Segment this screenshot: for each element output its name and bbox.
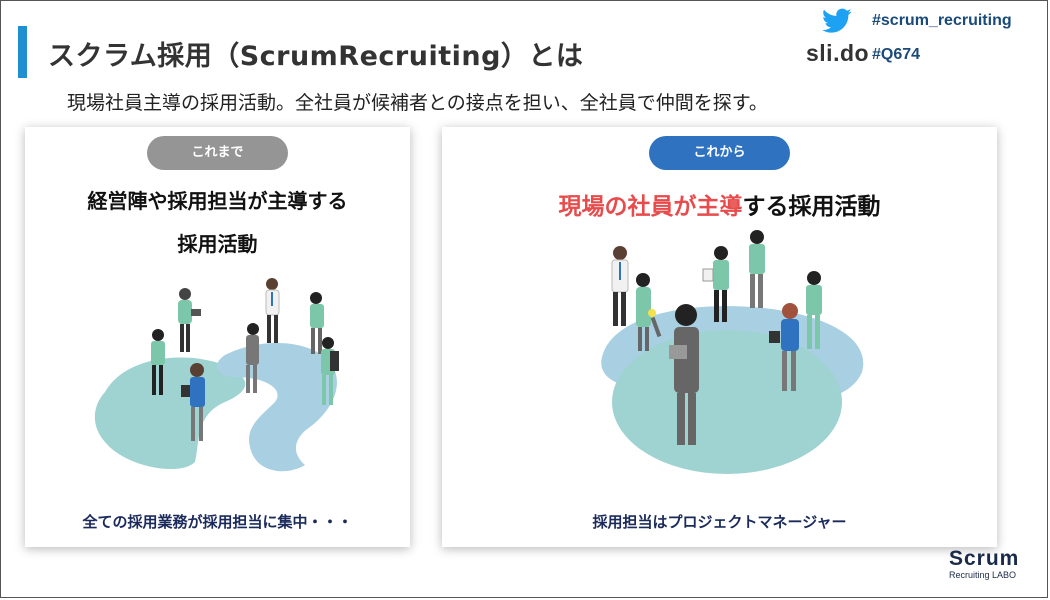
page-subtitle: 現場社員主導の採用活動。全社員が候補者との接点を担い、全社員で仲間を探す。 [67, 92, 768, 114]
scrum-recruiting-labo-logo: Scrum Recruiting LABO [949, 547, 1020, 581]
hashtag-question-code: #Q674 [872, 46, 921, 63]
person-icon [310, 292, 324, 354]
card-after-heading-highlight: 現場の社員が主導 [558, 194, 743, 220]
person-icon [769, 303, 799, 391]
card-before-caption: 全ての採用業務が採用担当に集中・・・ [82, 513, 353, 531]
person-icon [151, 329, 165, 395]
pill-after: これから [649, 136, 790, 170]
person-icon [636, 273, 651, 351]
card-after-heading-rest: する採用活動 [742, 194, 881, 220]
person-icon [749, 230, 765, 308]
illustration-centralized-team [94, 278, 339, 472]
card-after-caption: 採用担当はプロジェクトマネージャー [592, 513, 847, 531]
person-icon [806, 271, 822, 349]
card-before: これまで 経営陣や採用担当が主導する 採用活動 全ての採用業務が採用担当に集中・… [25, 127, 410, 547]
hashtag-scrum-recruiting: #scrum_recruiting [872, 12, 1012, 29]
person-icon [265, 278, 280, 343]
hashtags: #scrum_recruiting #Q674 [872, 10, 1012, 78]
twitter-icon [822, 8, 852, 33]
page-title: スクラム採用（ScrumRecruiting）とは [48, 41, 584, 72]
illustration-employee-led-team [601, 230, 864, 474]
card-before-heading-line1: 経営陣や採用担当が主導する [87, 189, 348, 213]
title-accent-bar [18, 26, 27, 78]
card-after-heading: 現場の社員が主導する採用活動 [442, 187, 997, 221]
person-icon [246, 323, 259, 393]
card-before-heading-line2: 採用活動 [177, 232, 258, 256]
pill-before: これまで [147, 136, 288, 170]
person-icon [611, 246, 629, 326]
person-icon [181, 363, 205, 441]
card-after: これから 現場の社員が主導する採用活動 採用担当はプロジェクトマネージャー [442, 127, 997, 547]
person-icon [648, 304, 699, 445]
person-icon [178, 288, 201, 352]
person-icon [321, 337, 339, 405]
slido-logo: sli.do [806, 40, 870, 66]
person-icon [702, 246, 729, 322]
